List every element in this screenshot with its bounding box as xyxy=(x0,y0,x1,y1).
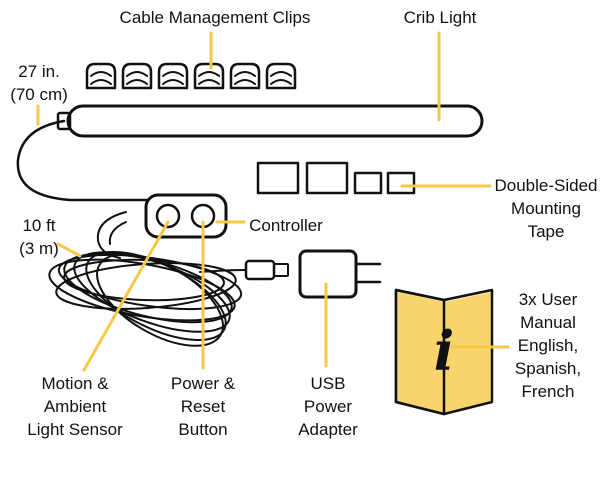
controller-label: Controller xyxy=(249,216,323,235)
adapter-label: USB Power Adapter xyxy=(290,372,366,441)
motion-sensor-lens xyxy=(155,203,181,229)
tape-label-line-3: Tape xyxy=(527,222,565,241)
leader-lines xyxy=(36,31,510,372)
tape-strip xyxy=(305,161,349,195)
tape-strips xyxy=(256,161,416,195)
cord-length-label: 27 in. (70 cm) xyxy=(4,60,74,106)
adapter-label-line-1: USB xyxy=(310,374,346,393)
clip-icon xyxy=(265,62,297,90)
button-label-line-1: Power & xyxy=(170,374,236,393)
sensor-label-line-3: Light Sensor xyxy=(27,420,123,439)
tape-strip xyxy=(256,161,300,195)
clip-icon xyxy=(121,62,153,90)
clip-icon xyxy=(193,62,225,90)
sensor-label-line-1: Motion & xyxy=(41,374,109,393)
cord-length-in: 27 in. xyxy=(18,62,60,81)
clip-icon xyxy=(229,62,261,90)
usb-adapter xyxy=(298,249,382,299)
tape-label-line-2: Mounting xyxy=(511,199,581,218)
manual-label-line-1: 3x User xyxy=(518,290,578,309)
manual-label-line-2: Manual xyxy=(520,313,576,332)
cable-clips xyxy=(85,62,297,90)
adapter-label-line-3: Adapter xyxy=(298,420,358,439)
cable-length-ft: 10 ft xyxy=(22,216,56,235)
adapter-label-line-2: Power xyxy=(303,397,353,416)
sensor-label: Motion & Ambient Light Sensor xyxy=(20,372,130,441)
manual-label-line-5: French xyxy=(521,382,575,401)
controller-box xyxy=(144,193,228,239)
button-label-line-2: Reset xyxy=(180,397,226,416)
crib-light-bar xyxy=(56,104,484,138)
manual-booklet: i xyxy=(394,288,494,416)
button-label-line-3: Button xyxy=(178,420,228,439)
manual-label-line-4: Spanish, xyxy=(514,359,582,378)
clip-icon xyxy=(157,62,189,90)
clip-icon xyxy=(85,62,117,90)
tape-strip xyxy=(386,171,416,195)
manual-label: 3x User Manual English, Spanish, French xyxy=(506,288,590,403)
tape-label: Double-Sided Mounting Tape xyxy=(490,174,602,243)
coiled-cable xyxy=(48,211,247,347)
cable-clips-label: Cable Management Clips xyxy=(119,8,311,27)
button-label: Power & Reset Button xyxy=(160,372,246,441)
crib-light-label: Crib Light xyxy=(403,8,477,27)
cable-length-m: (3 m) xyxy=(19,239,59,258)
cord-length-cm: (70 cm) xyxy=(10,85,68,104)
info-icon: i xyxy=(434,319,455,383)
manual-label-line-3: English, xyxy=(517,336,579,355)
usb-plug xyxy=(244,259,289,281)
tape-label-line-1: Double-Sided xyxy=(494,176,598,195)
tape-strip xyxy=(353,171,383,195)
sensor-label-line-2: Ambient xyxy=(43,397,107,416)
cable-length-label: 10 ft (3 m) xyxy=(10,214,68,260)
light-cord xyxy=(16,119,150,202)
